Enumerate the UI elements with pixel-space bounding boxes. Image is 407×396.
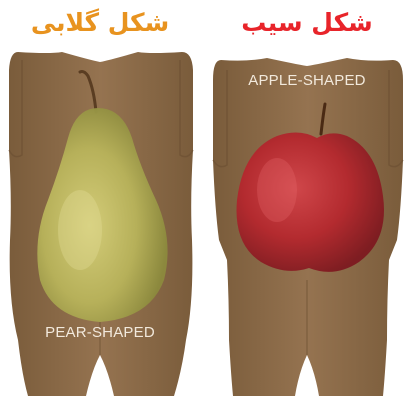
apple-body-figure — [207, 0, 407, 396]
pear-shape-panel: شکل گلابی PEAR-SHAPED — [0, 0, 200, 396]
pear-shaped-label: PEAR-SHAPED — [0, 324, 200, 341]
pear-title-underline — [6, 44, 194, 46]
apple-shape-title: شکل سیب — [207, 6, 407, 40]
apple-title-underline — [213, 44, 401, 46]
apple-shape-panel: شکل سیب APPLE-SHAPED — [207, 0, 407, 396]
pear-shape-title: شکل گلابی — [0, 6, 200, 40]
apple-shaped-label: APPLE-SHAPED — [207, 72, 407, 89]
